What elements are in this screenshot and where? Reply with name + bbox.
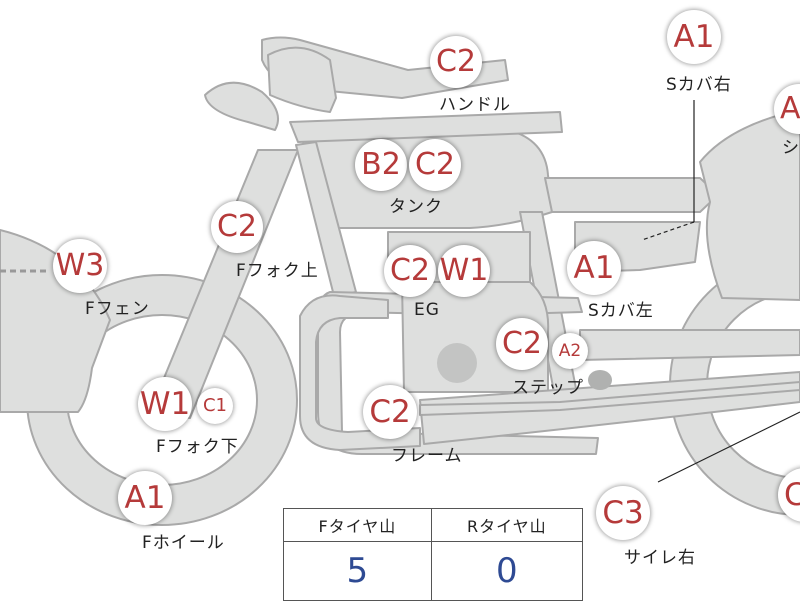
badge-tank-code-1: B2 xyxy=(355,139,407,191)
label-f-fender: Fフェン xyxy=(85,299,150,319)
front-fender xyxy=(0,229,111,413)
label-f-fork-upper: Fフォク上 xyxy=(236,261,319,281)
label-f-fork-lower: Fフォク下 xyxy=(156,437,239,457)
seat xyxy=(544,177,719,213)
label-s-cover-left: Sカバ左 xyxy=(588,301,654,321)
badge-handle-code: C2 xyxy=(430,36,482,88)
badge-tank-code-2: C2 xyxy=(409,139,461,191)
value-rear-tire: 0 xyxy=(430,541,584,601)
label-frame: フレーム xyxy=(391,446,463,466)
header-rear-tire: Rタイヤ山 xyxy=(430,508,584,542)
label-seat-partial: シ xyxy=(782,138,800,158)
badge-fender-code: W3 xyxy=(53,239,107,293)
badge-silencer-right-code: C3 xyxy=(596,486,650,540)
value-front-tire: 5 xyxy=(283,541,432,601)
badge-step-code-2: A2 xyxy=(552,333,588,369)
label-silencer-right: サイレ右 xyxy=(624,548,696,568)
headlight xyxy=(204,81,279,131)
swing-arm xyxy=(579,329,800,361)
label-handle: ハンドル xyxy=(439,95,511,115)
header-front-tire: Fタイヤ山 xyxy=(283,508,432,542)
headstock xyxy=(267,46,337,113)
exhaust-inner xyxy=(419,381,800,416)
label-s-cover-right: Sカバ右 xyxy=(666,75,732,95)
badge-step-code-1: C2 xyxy=(496,318,548,370)
badge-fork-lower-code-2: C1 xyxy=(197,388,233,424)
tire-tread-table: Fタイヤ山 Rタイヤ山 5 0 xyxy=(283,508,584,601)
engine-cover-circle xyxy=(437,343,477,383)
badge-f-wheel-code: A1 xyxy=(118,471,172,525)
rear-cowl xyxy=(699,109,800,301)
badge-engine-code-1: C2 xyxy=(384,245,436,297)
badge-rear-code-partial: C xyxy=(778,468,800,522)
label-engine: EG xyxy=(414,300,440,320)
badge-fork-lower-code-1: W1 xyxy=(138,377,192,431)
step-peg xyxy=(588,370,612,390)
badge-fork-upper-code: C2 xyxy=(211,201,263,253)
label-step: ステップ xyxy=(512,378,584,398)
exhaust-pipe xyxy=(299,294,421,451)
label-tank: タンク xyxy=(389,197,443,217)
label-f-wheel: Fホイール xyxy=(142,533,225,553)
badge-engine-code-2: W1 xyxy=(438,245,490,297)
badge-s-cover-left-code: A1 xyxy=(567,241,621,295)
frame-top-tube xyxy=(289,111,563,143)
badge-frame-code: C2 xyxy=(363,385,417,439)
badge-s-cover-right-code: A1 xyxy=(667,10,721,64)
